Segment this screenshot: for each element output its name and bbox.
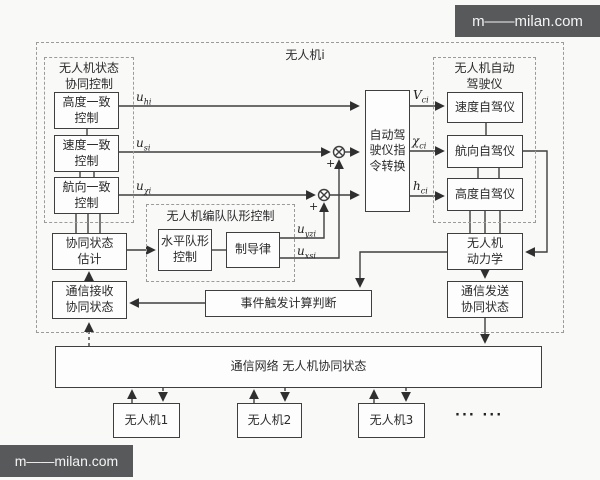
plus-sign-speed-junction: + <box>326 157 336 170</box>
signal-u-hi: uhi <box>136 90 152 107</box>
altitude-consensus-box: 高度一致 控制 <box>54 92 119 129</box>
uav1-box: 无人机1 <box>113 403 180 438</box>
horizontal-formation-box: 水平队形 控制 <box>158 229 212 271</box>
speed-consensus-box: 速度一致 控制 <box>54 135 119 172</box>
watermark-bottom-left: m——milan.com <box>0 445 133 477</box>
signal-u-xsi: uxsi <box>297 244 316 261</box>
summing-junction-heading <box>317 188 331 202</box>
guidance-law-box: 制导律 <box>226 232 280 268</box>
heading-consensus-box: 航向一致 控制 <box>54 177 119 214</box>
signal-h-ci: hci <box>413 179 428 196</box>
plus-sign-heading-junction: + <box>309 200 319 213</box>
speed-autopilot-box: 速度自驾仪 <box>447 92 523 123</box>
heading-autopilot-box: 航向自驾仪 <box>447 135 523 168</box>
formation-title: 无人机编队队形控制 <box>166 209 275 223</box>
autopilot-group-box <box>433 57 536 223</box>
comm-receive-box: 通信接收 协同状态 <box>52 281 127 319</box>
signal-chi-ci: χci <box>412 134 427 151</box>
autopilot-title: 无人机自动 驾驶仪 <box>454 61 515 91</box>
comm-send-box: 通信发送 协同状态 <box>447 281 523 318</box>
network-box: 通信网络 无人机协同状态 <box>55 346 542 388</box>
more-uavs-ellipsis: ··· ··· <box>455 408 504 423</box>
state-coop-group-box <box>44 57 134 223</box>
coop-estimation-box: 协同状态 估计 <box>52 233 127 270</box>
formation-group-box <box>146 204 295 282</box>
line-u-xsi <box>280 159 344 259</box>
uav-dynamics-box: 无人机 动力学 <box>447 233 523 270</box>
line-dynamics-to-event <box>355 251 447 288</box>
uav2-box: 无人机2 <box>237 403 302 438</box>
watermark-top-right: m——milan.com <box>455 5 600 37</box>
altitude-autopilot-box: 高度自驾仪 <box>447 178 523 211</box>
signal-u-yzi: uyzi <box>297 222 317 239</box>
uav-i-label: 无人机i <box>285 48 325 62</box>
state-coop-title: 无人机状态 协同控制 <box>58 61 119 91</box>
signal-u-chi: uχi <box>136 179 152 196</box>
signal-v-ci: Vci <box>413 88 429 105</box>
uav-i-group-box <box>36 42 564 333</box>
signal-u-si: usi <box>136 136 151 153</box>
cmd-conversion-box: 自动驾 驶仪指 令转换 <box>365 90 410 212</box>
event-trigger-box: 事件触发计算判断 <box>205 290 372 317</box>
uav3-box: 无人机3 <box>358 403 425 438</box>
summing-junction-speed <box>332 145 346 159</box>
